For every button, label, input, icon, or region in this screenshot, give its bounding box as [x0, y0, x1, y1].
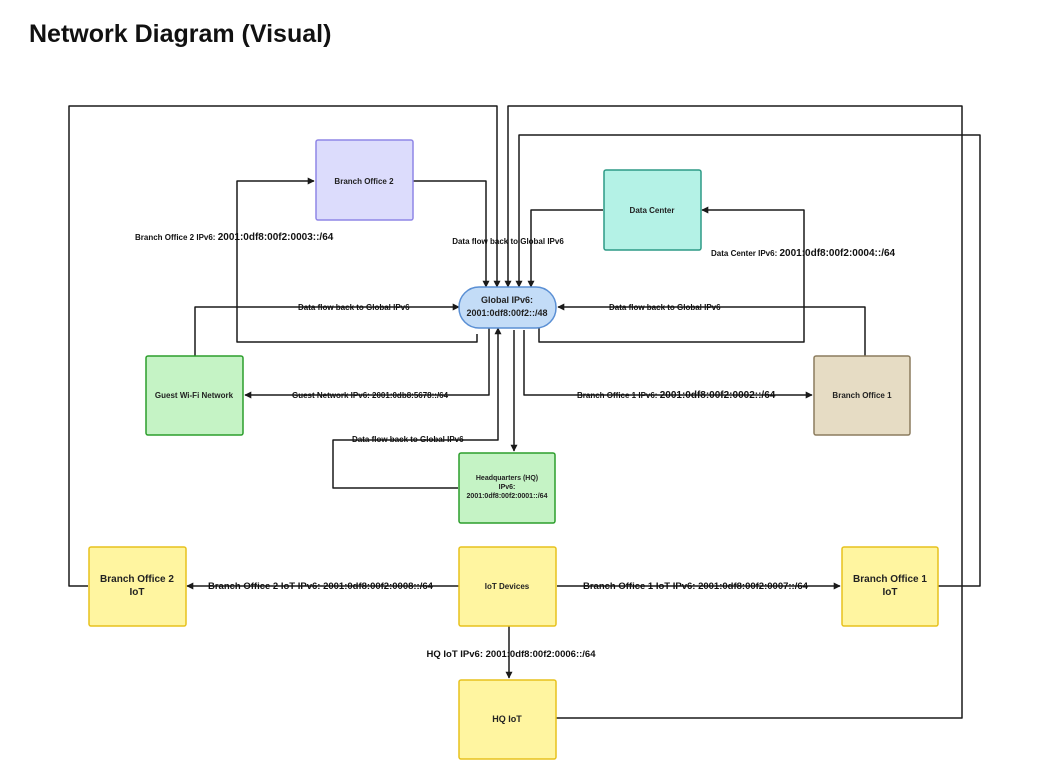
node-guest-wifi-label: Guest Wi-Fi Network [155, 391, 234, 400]
node-global-ipv6[interactable]: Global IPv6: 2001:0df8:00f2::/48 [458, 286, 557, 329]
connector-bo2-iot-to-global [68, 105, 501, 587]
edge-label-dc-ipv6: Data Center IPv6: 2001:0df8:00f2:0004::/… [711, 248, 896, 259]
node-bo1-iot-line2: IoT [883, 587, 898, 598]
node-hq-iot-label: HQ IoT [492, 714, 522, 724]
node-hq-address: 2001:0df8:00f2:0001::/64 [467, 493, 548, 500]
node-headquarters[interactable]: Headquarters (HQ) IPv6: 2001:0df8:00f2:0… [458, 452, 556, 524]
node-iot-devices-label: IoT Devices [485, 582, 530, 591]
node-branch-office-2[interactable]: Branch Office 2 [315, 139, 414, 221]
edge-label-guest-network: Guest Network IPv6: 2001:0db8:5678::/64 [292, 391, 449, 400]
edge-label-bo1-ipv6: Branch Office 1 IPv6: 2001:0df8:00f2:000… [577, 390, 776, 401]
node-branch-office-1-label: Branch Office 1 [832, 391, 892, 400]
edge-label-dc-address: 2001:0df8:00f2:0004::/64 [779, 248, 895, 259]
edge-label-bo1-iot: Branch Office 1 IoT IPv6: 2001:0df8:00f2… [583, 581, 809, 592]
connector-bo1-to-global [557, 303, 866, 356]
connector-guest-to-global [194, 303, 460, 356]
edge-label-bo2-ipv6: Branch Office 2 IPv6: 2001:0df8:00f2:000… [135, 232, 334, 243]
node-global-ipv6-address: 2001:0df8:00f2::/48 [466, 308, 547, 318]
connector-global-to-dc [538, 206, 805, 343]
node-hq-title: Headquarters (HQ) [476, 475, 538, 482]
node-branch-office-2-label: Branch Office 2 [334, 177, 394, 186]
connector-bo1-iot-to-global [515, 134, 981, 587]
node-data-center[interactable]: Data Center [603, 169, 702, 251]
node-branch-office-1[interactable]: Branch Office 1 [813, 355, 911, 436]
connector-global-to-bo2 [236, 177, 478, 343]
edge-label-hq-iot: HQ IoT IPv6: 2001:0df8:00f2:0006::/64 [427, 649, 597, 660]
connector-hq-to-global [332, 327, 502, 489]
node-global-ipv6-title: Global IPv6: [481, 295, 533, 305]
edge-label-dc-prefix: Data Center IPv6: [711, 249, 779, 258]
edge-label-flow-right: Data flow back to Global IPv6 [609, 303, 721, 312]
node-guest-wifi-network[interactable]: Guest Wi-Fi Network [145, 355, 244, 436]
node-bo2-iot-line1: Branch Office 2 [100, 574, 174, 585]
connector-global-to-bo1 [523, 330, 813, 399]
node-iot-devices[interactable]: IoT Devices [458, 546, 557, 627]
connector-hq-iot-to-global [504, 105, 963, 719]
node-bo1-iot-line1: Branch Office 1 [853, 574, 927, 585]
edge-label-bo2-address: 2001:0df8:00f2:0003::/64 [218, 232, 334, 243]
page-title: Network Diagram (Visual) [29, 20, 332, 48]
connector-dc-to-global [527, 209, 603, 288]
edge-label-bo2-iot: Branch Office 2 IoT IPv6: 2001:0df8:00f2… [208, 581, 434, 592]
node-data-center-label: Data Center [630, 206, 675, 215]
node-bo2-iot-line2: IoT [130, 587, 145, 598]
node-hq-ipv6-label: IPv6: [499, 484, 516, 491]
edge-label-bo1-address: 2001:0df8:00f2:0002::/64 [660, 390, 776, 401]
node-branch-office-2-iot[interactable]: Branch Office 2 IoT [88, 546, 187, 627]
edge-label-flow-top: Data flow back to Global IPv6 [452, 237, 564, 246]
connector-global-to-guest [244, 326, 490, 399]
edge-label-bo1-prefix: Branch Office 1 IPv6: [577, 391, 660, 400]
node-hq-iot[interactable]: HQ IoT [458, 679, 557, 760]
connector-bo2-to-global [413, 180, 490, 288]
node-branch-office-1-iot[interactable]: Branch Office 1 IoT [841, 546, 939, 627]
edge-label-flow-left: Data flow back to Global IPv6 [298, 303, 410, 312]
edge-label-bo2-prefix: Branch Office 2 IPv6: [135, 233, 218, 242]
edge-label-flow-hq: Data flow back to Global IPv6 [352, 435, 464, 444]
